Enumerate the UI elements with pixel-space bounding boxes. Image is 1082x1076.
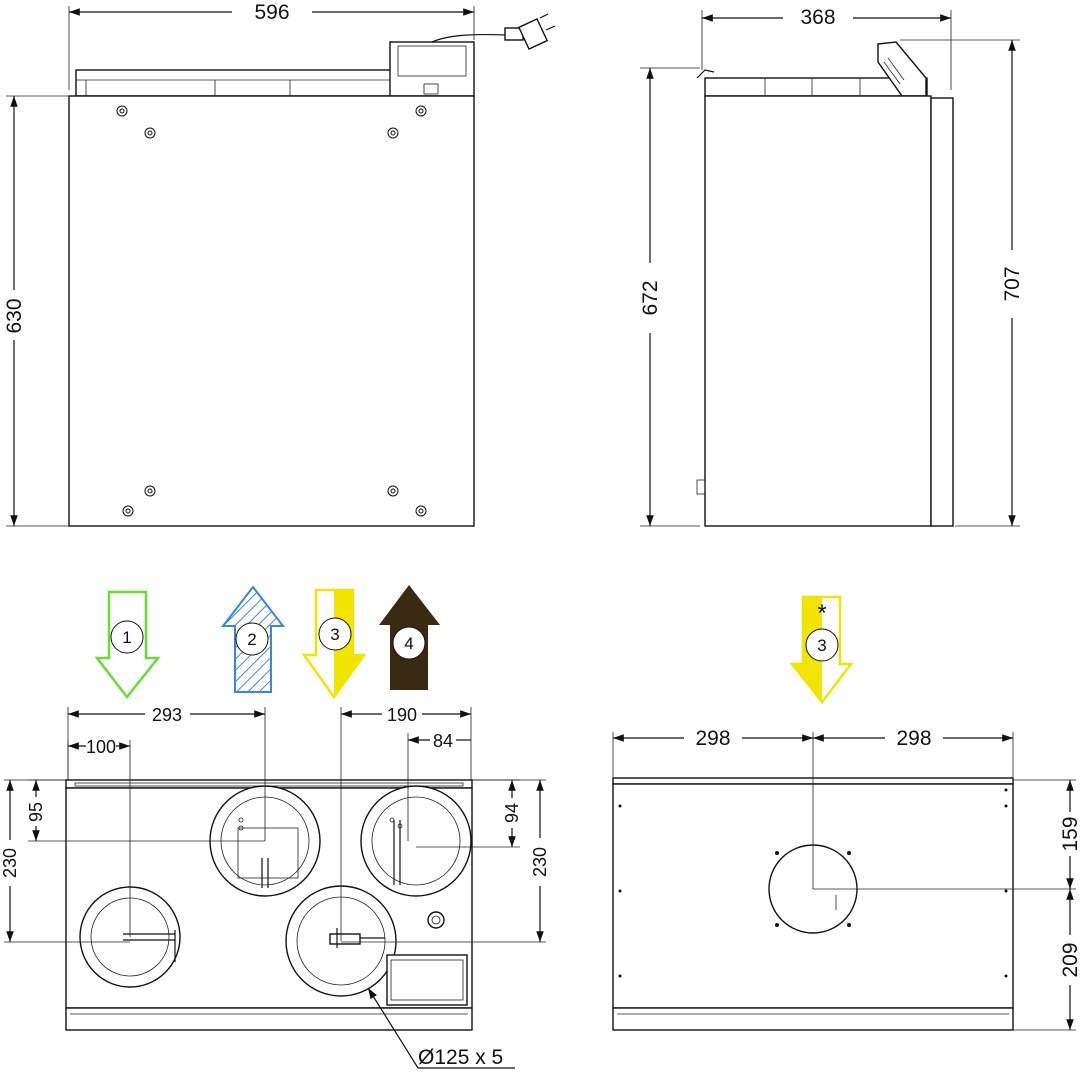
flow-arrow-3-label: 3 <box>330 625 339 644</box>
flow-arrow-2: 2 <box>220 585 286 693</box>
dim-298-right: 298 <box>896 727 931 750</box>
dim-84: 84 <box>433 731 453 751</box>
front-view: 596 630 <box>3 1 556 527</box>
alt-top-view-holes <box>618 788 1008 978</box>
front-height-label: 630 <box>3 298 26 333</box>
dim-94: 94 <box>502 803 522 823</box>
side-total-height-label: 707 <box>1001 266 1024 301</box>
side-depth-label: 368 <box>800 6 835 29</box>
dim-100: 100 <box>86 737 116 757</box>
knob-icon <box>427 911 445 929</box>
flow-arrow-4-label: 4 <box>404 634 413 653</box>
dim-230-left: 230 <box>0 848 20 878</box>
dim-293: 293 <box>152 705 182 725</box>
flow-arrow-3: 3 <box>301 588 367 700</box>
unit-side-panel <box>704 95 932 527</box>
duct-4 <box>360 785 472 897</box>
flow-arrow-3-alt: * 3 <box>789 595 854 705</box>
dim-298-left: 298 <box>695 727 730 750</box>
dim-190: 190 <box>387 705 417 725</box>
dim-159: 159 <box>1059 816 1082 851</box>
flow-arrow-2-label: 2 <box>247 630 256 649</box>
side-height-label: 672 <box>639 280 662 315</box>
control-box <box>389 41 475 97</box>
top-rail <box>75 69 399 97</box>
flow-arrow-1: 1 <box>94 590 161 700</box>
top-view: 293 190 100 84 95 230 94 <box>0 705 550 1069</box>
flow-arrow-4: 4 <box>379 585 440 690</box>
dim-209: 209 <box>1059 942 1082 977</box>
screw-icons <box>116 105 427 517</box>
dim-95: 95 <box>26 802 46 822</box>
flow-arrow-1-label: 1 <box>122 628 131 647</box>
duct-size-label: Ø125 x 5 <box>418 1046 503 1069</box>
unit-front-panel <box>68 95 475 527</box>
power-cable <box>431 33 506 43</box>
front-width-label: 596 <box>254 1 289 24</box>
dim-230-right: 230 <box>530 847 550 877</box>
top-view-control-box <box>386 954 468 1006</box>
side-view: 368 672 707 <box>639 6 1024 527</box>
alt-arrow-asterisk: * <box>817 600 826 627</box>
alt-top-view: 298 298 159 209 <box>612 727 1082 1031</box>
side-door <box>930 97 954 527</box>
power-plug <box>504 13 556 51</box>
alt-arrow-label: 3 <box>817 636 826 655</box>
